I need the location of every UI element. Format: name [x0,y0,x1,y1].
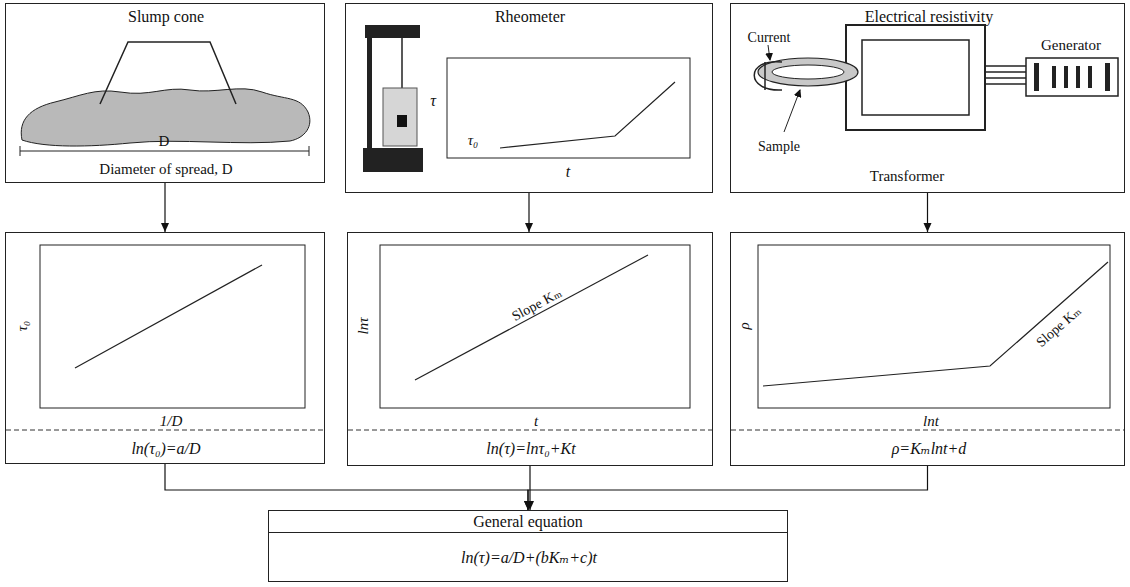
generator-bar [1052,66,1056,88]
flow-arrow [528,193,529,232]
generator-bars [1052,66,1092,88]
dimension-tick [20,146,21,156]
chart-frame [40,245,305,408]
chart-box: lnτ Slope Kₘ t ln(τ)=lnτ₀+Kt [347,232,713,466]
box-title: Slump cone [128,8,204,26]
current-leader [768,45,770,60]
transformer-outer [846,25,985,130]
equation: ln(τ₀)=a/D [131,440,200,458]
wire [985,71,1026,73]
middle-charts [6,245,1124,430]
cone-outline [100,42,236,104]
figure-caption: Diameter of spread, D [99,161,232,178]
sample-leader [784,90,800,132]
part-label: Current [748,30,791,46]
curve-label: τ₀ [468,132,479,149]
part-label: Sample [758,139,800,155]
generator-terminal [1034,63,1039,91]
axis-label: ρ [736,322,753,329]
transformer-inner [862,40,969,115]
generator-bar [1064,66,1068,88]
wire [985,65,1026,67]
chart-curve [763,262,1108,386]
generator-terminal [1105,63,1110,91]
method-box: Electrical resistivityCurrentSampleTrans… [730,3,1125,193]
flow-arrow [164,183,165,232]
wire [985,77,1026,79]
generator-box [1026,58,1118,96]
spread-dimension [20,151,309,152]
chart-frame [758,245,1110,408]
box-heading: General equation [269,511,787,533]
equation: ln(τ)=a/D+(bKₘ+c)t [461,549,597,567]
flow-arrow [529,466,530,510]
resistivity-figure [754,25,1118,132]
slump-cone-figure [20,42,310,156]
slope-label: Slope Kₘ [1033,303,1084,351]
chart-frame [447,58,690,158]
current-bar [764,62,766,90]
generator-bar [1088,66,1092,88]
current-loop [754,62,782,90]
rheometer-cup [383,88,417,146]
rheometer-figure [363,25,690,172]
equation: ln(τ)=lnτ₀+Kt [486,440,575,458]
chart-box: ρ Slope Kₘ lnt ρ=Kₘlnt+d [730,232,1125,466]
chart-line [75,265,262,368]
chart-frame [380,245,690,408]
flow-arrow [528,466,928,510]
axis-label: τ [430,92,436,110]
chart-curve [500,82,675,148]
rheometer-spindle [397,115,407,127]
equation-box: General equation ln(τ)=a/D+(bKₘ+c)t [268,510,788,582]
dashed-divider [6,430,324,431]
box-title: Rheometer [495,8,565,26]
flow-arrow [927,193,928,232]
dimension-label: D [159,133,170,150]
method-box: Rheometer τ τ₀ t [345,3,713,193]
part-label: Transformer [870,168,944,185]
axis-label: 1/D [160,413,183,430]
axis-label: lnt [923,413,939,430]
chart-line [415,255,648,380]
rheometer-column [367,38,372,148]
equation: ρ=Kₘlnt+d [892,440,967,458]
rheometer-base [363,148,423,172]
axis-label: lnτ [355,317,372,334]
rheometer-head [365,25,420,38]
axis-label: t [566,163,570,181]
dashed-divider [731,430,1124,431]
sample-ring-hole [772,65,844,79]
box-title: Electrical resistivity [865,8,993,26]
part-label: Generator [1041,37,1101,54]
wire [985,83,1026,85]
axis-label: t [534,413,538,430]
slope-label: Slope Kₘ [509,285,564,325]
method-box: Slump coneD Diameter of spread, D [5,3,325,183]
dimension-tick [309,146,310,156]
generator-bar [1076,66,1080,88]
flow-arrow [165,464,528,510]
chart-box: τ₀ 1/D ln(τ₀)=a/D [5,232,325,464]
axis-label: τ₀ [14,321,31,332]
dashed-divider [348,430,712,431]
